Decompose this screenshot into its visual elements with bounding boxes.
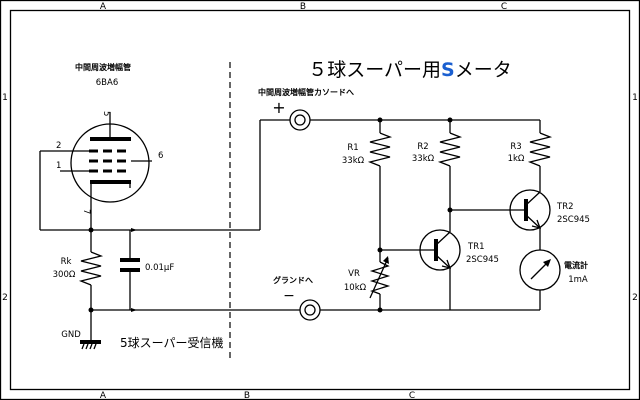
minus-terminal-label: グランドへ (273, 275, 313, 285)
meter-name-label: 電流計 (564, 260, 588, 270)
tr2-name-label: TR2 (556, 202, 574, 212)
row-label-1-left: 1 (2, 93, 8, 103)
row-label-2-right: 2 (632, 293, 638, 303)
plus-terminal-label: 中間周波増幅管カソードへ (258, 87, 354, 97)
capacitor (120, 230, 140, 310)
r3-name-label: R3 (510, 142, 521, 152)
transistor-tr1 (419, 229, 461, 310)
rk-value-label: 300Ω (53, 270, 76, 280)
r1-value-label: 33kΩ (342, 156, 365, 166)
receiver-label: 5球スーパー受信機 (120, 335, 224, 350)
arrow-mark (131, 308, 137, 312)
row-label-1-right: 1 (632, 93, 638, 103)
col-label-c-top: C (501, 2, 507, 12)
col-label-b-bottom: B (244, 391, 250, 400)
col-label-c-bottom: C (409, 391, 415, 400)
minus-terminal[interactable] (299, 299, 321, 321)
pin-6-label: 6 (158, 151, 163, 161)
ground-symbol (80, 310, 101, 350)
tube-model-label: 6BA6 (96, 78, 118, 88)
vr-value-label: 10kΩ (344, 283, 367, 293)
diagram-title: ５球スーパー用Sメータ (308, 59, 512, 81)
meter-value-label: 1mA (568, 275, 588, 285)
r2-name-label: R2 (417, 142, 428, 152)
tr1-name-label: TR1 (467, 242, 485, 252)
junction-dot (447, 207, 453, 213)
transistor-tr2 (509, 189, 551, 250)
row-label-2-left: 2 (2, 293, 8, 303)
inner-frame (9, 9, 631, 391)
col-label-a-bottom: A (100, 391, 107, 400)
ammeter (519, 249, 561, 310)
plus-terminal[interactable] (289, 109, 311, 131)
r3-value-label: 1kΩ (508, 154, 525, 164)
tr1-model-label: 2SC945 (466, 255, 499, 265)
pin-2-label: 2 (56, 141, 61, 151)
resistor-r1 (367, 120, 393, 248)
resistor-rk (78, 230, 104, 310)
col-label-b-top: B (300, 2, 306, 12)
plus-sign: + (272, 98, 285, 117)
pin-7-label: 7 (81, 209, 91, 214)
tr2-model-label: 2SC945 (557, 215, 590, 225)
r2-value-label: 33kΩ (412, 154, 435, 164)
arrow-mark (131, 228, 137, 232)
rk-name-label: Rk (61, 257, 72, 267)
col-label-a-top: A (100, 2, 107, 12)
pin-5-label: 5 (101, 111, 111, 116)
capacitor-value-label: 0.01μF (145, 263, 174, 273)
vr-name-label: VR (348, 269, 360, 279)
variable-resistor-vr (369, 250, 391, 310)
resistor-r2 (437, 120, 463, 230)
resistor-r3 (527, 120, 553, 192)
gnd-label: GND (61, 330, 81, 340)
tube-name-label: 中間周波増幅管 (75, 62, 131, 72)
minus-sign: − (283, 288, 295, 304)
pin-1-label: 1 (56, 161, 61, 171)
r1-name-label: R1 (347, 143, 358, 153)
vacuum-tube-symbol (40, 112, 152, 230)
